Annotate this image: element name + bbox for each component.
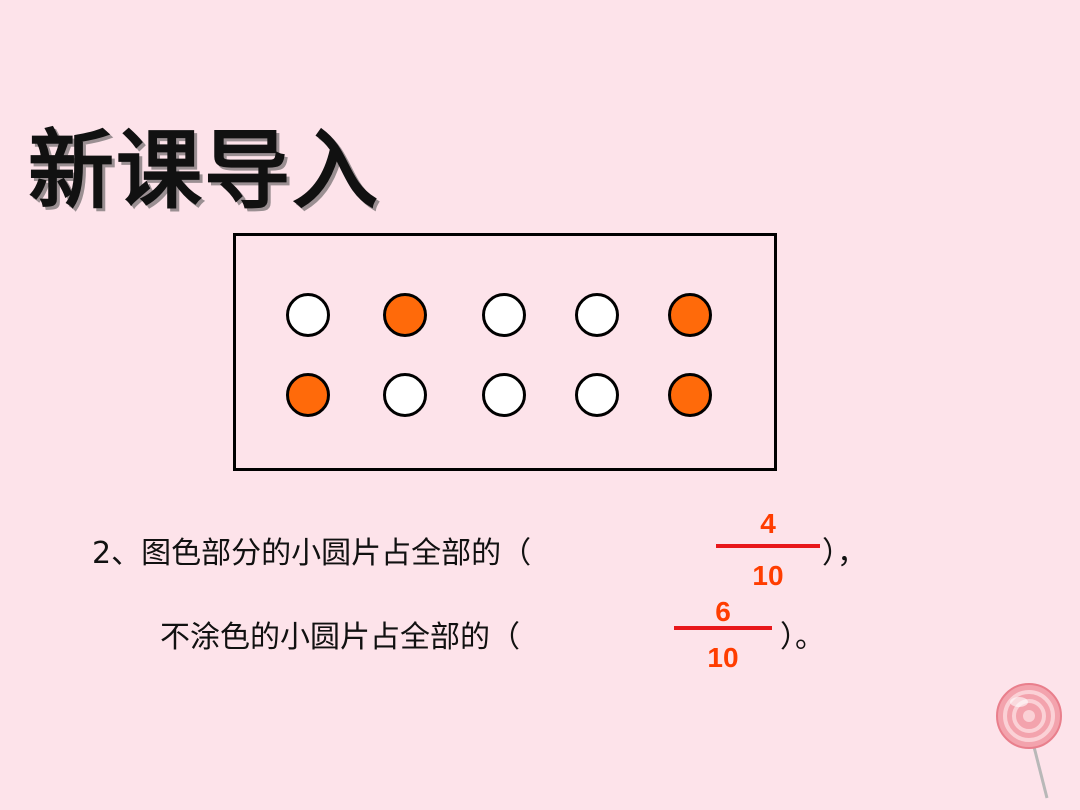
- fraction-1-numerator: 4: [760, 508, 776, 539]
- dot-empty-r1c4: [575, 293, 619, 337]
- lollipop-icon: [996, 683, 1062, 799]
- fraction-1: 4 10: [716, 506, 820, 596]
- question-1-prefix: 2、图色部分的小圆片占全部的（: [92, 536, 532, 571]
- dot-filled-r2c1: [286, 373, 330, 417]
- dot-empty-r2c3: [482, 373, 526, 417]
- dot-empty-r2c2: [383, 373, 427, 417]
- dot-filled-r2c5: [668, 373, 712, 417]
- fraction-1-denominator: 10: [752, 560, 784, 591]
- fraction-2-denominator: 10: [707, 642, 739, 673]
- question-2-suffix: ）。: [780, 620, 825, 655]
- question-2-prefix: 不涂色的小圆片占全部的（: [160, 620, 520, 655]
- page-title: 新课导入: [28, 121, 380, 221]
- dot-empty-r1c3: [482, 293, 526, 337]
- dots-panel: [233, 233, 777, 471]
- fraction-2-bar: [674, 626, 772, 630]
- dot-filled-r1c2: [383, 293, 427, 337]
- question-1-suffix: ），: [822, 536, 867, 571]
- dot-empty-r1c1: [286, 293, 330, 337]
- dot-filled-r1c5: [668, 293, 712, 337]
- fraction-2: 6 10: [674, 594, 772, 674]
- dot-empty-r2c4: [575, 373, 619, 417]
- fraction-2-numerator: 6: [715, 596, 731, 627]
- fraction-1-bar: [716, 544, 820, 548]
